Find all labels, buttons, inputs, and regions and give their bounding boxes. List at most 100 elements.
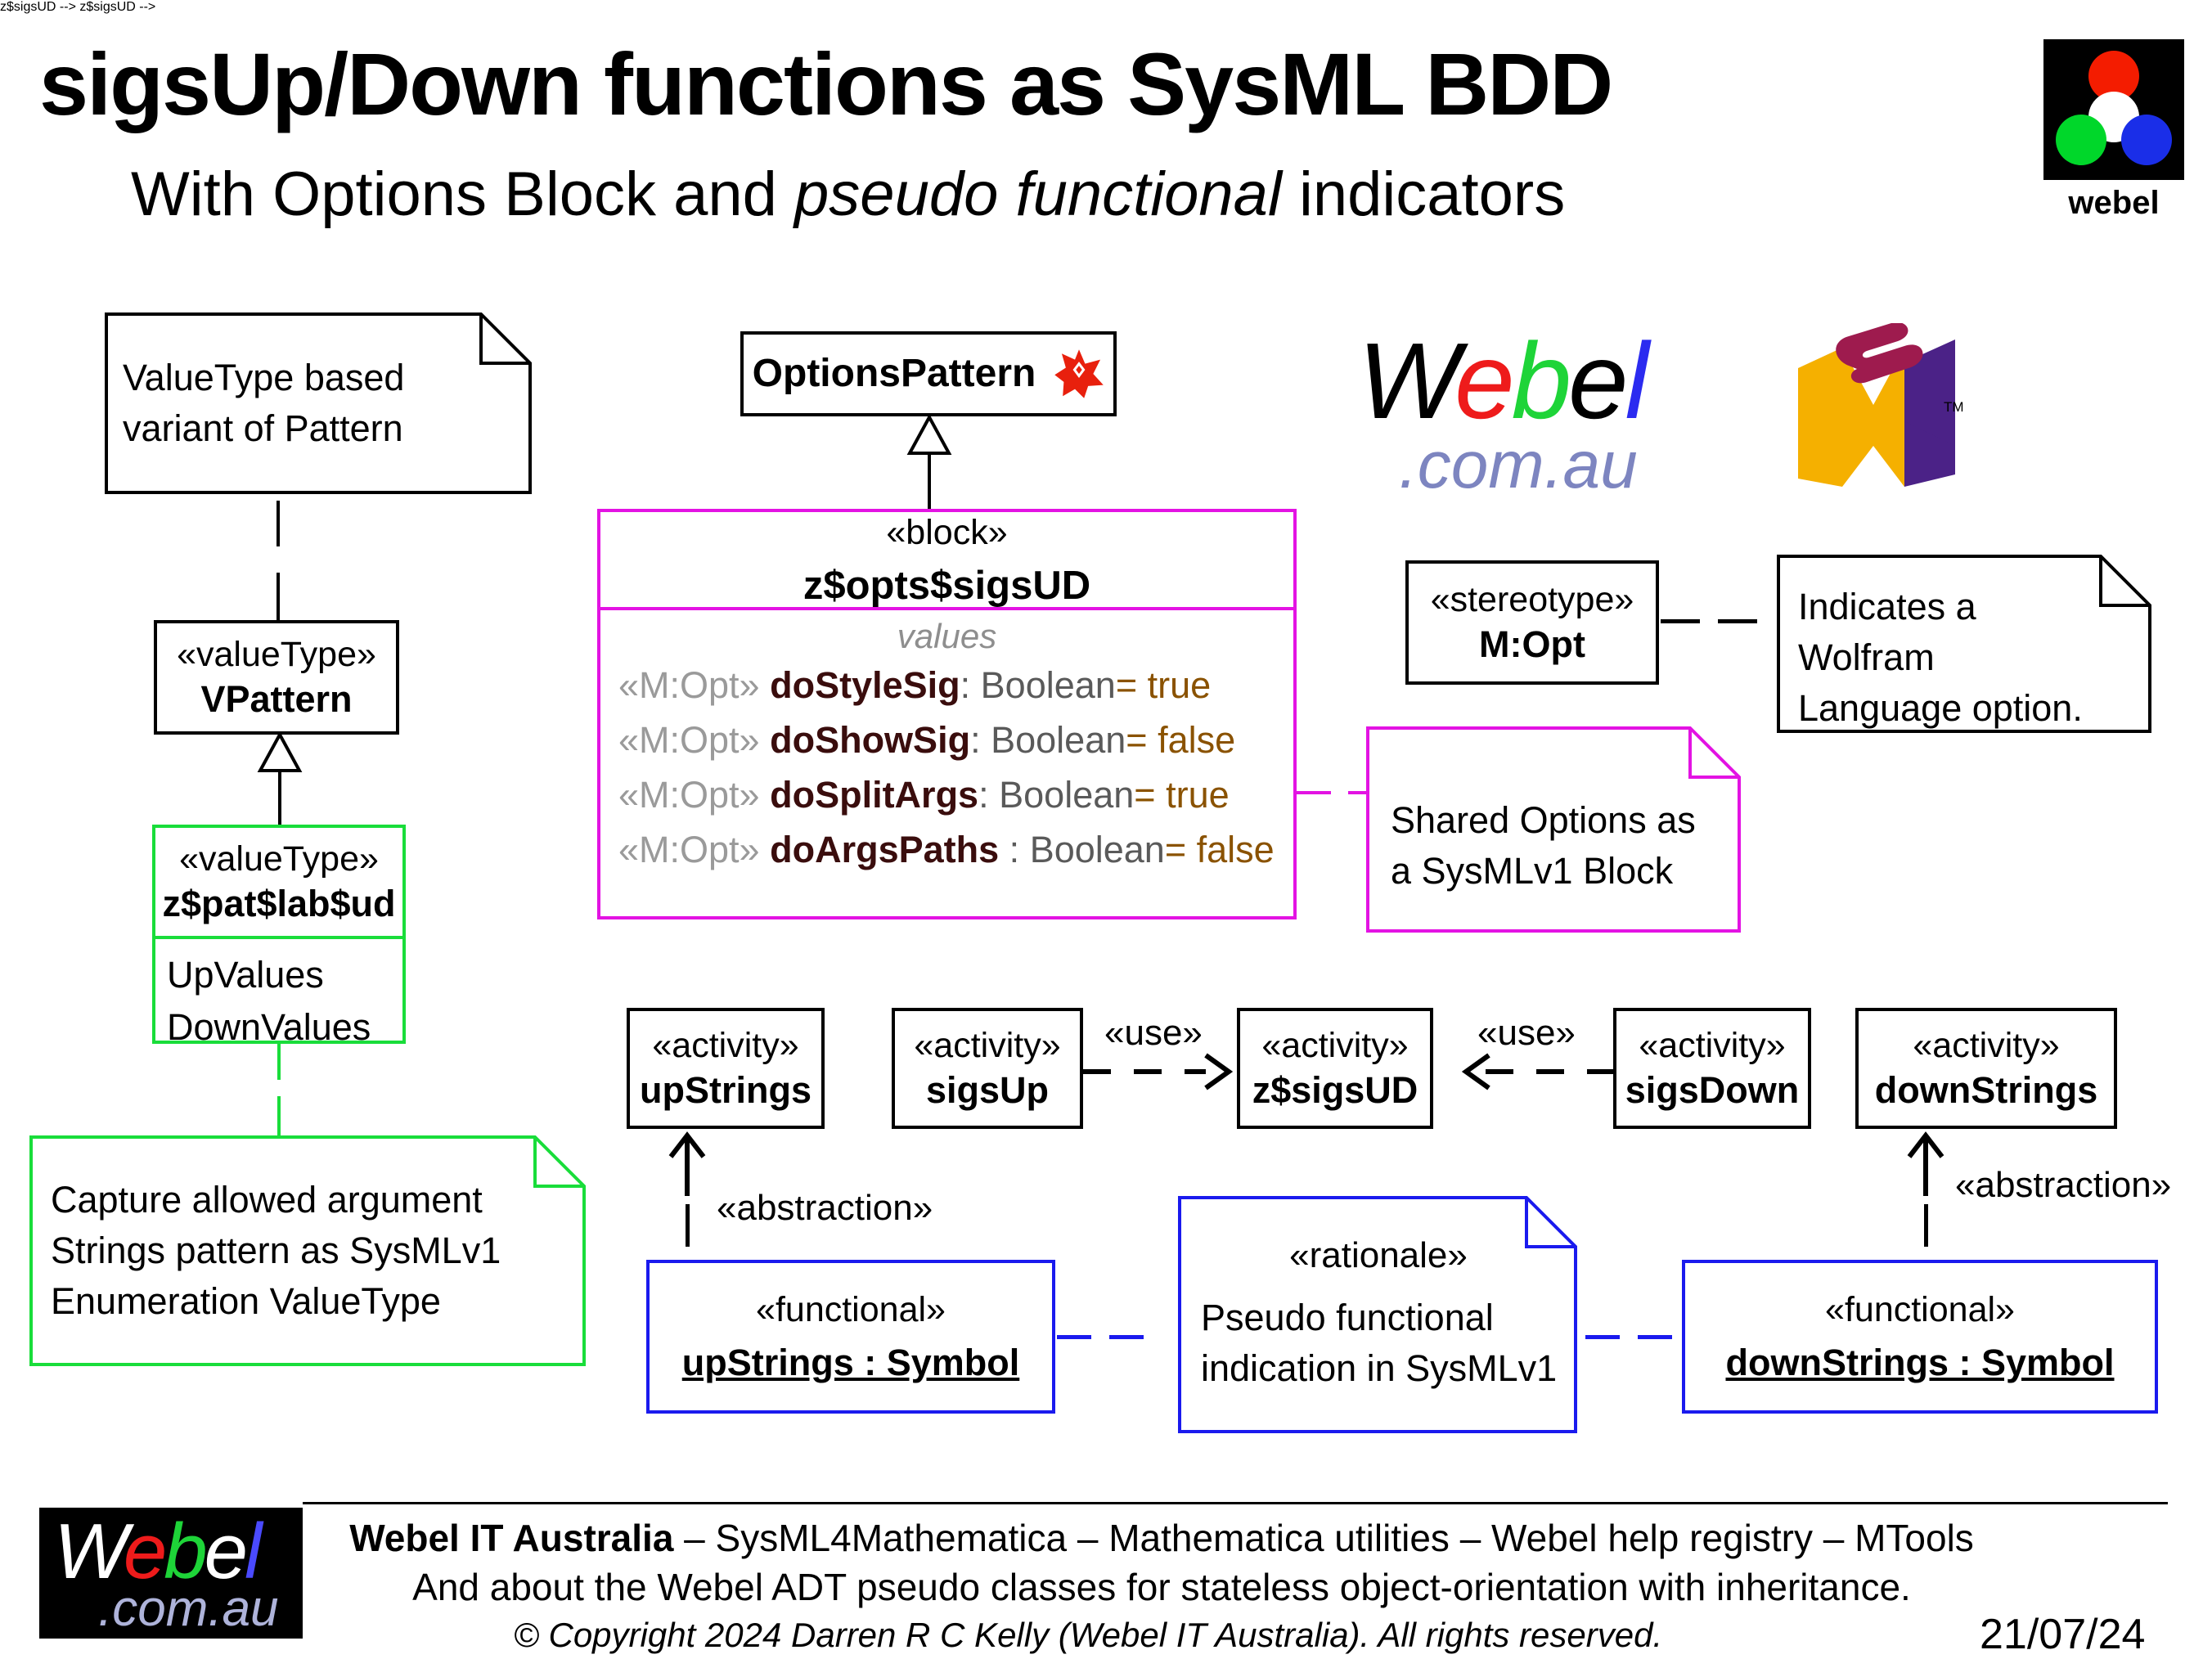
footer-logo-l: l (245, 1508, 262, 1595)
options-pattern-name: OptionsPattern (752, 352, 1036, 395)
value-name: doSplitArgs (770, 774, 979, 816)
note-shared-options: Shared Options as a SysMLv1 Block (1366, 726, 1742, 933)
footer-copyright: © Copyright 2024 Darren R C Kelly (Webel… (513, 1616, 1663, 1654)
activity-zsigsud: «activity» z$sigsUD (1237, 1008, 1433, 1129)
anchor-upstrings-rationale-1 (1057, 1335, 1091, 1339)
functional-stereotype: «functional» (1825, 1290, 2015, 1329)
class-block-zoptssigsud: «block» z$opts$sigsUD values «M:Opt» doS… (597, 509, 1297, 919)
activity-name: downStrings (1874, 1069, 2098, 1111)
activity-upstrings: «activity» upStrings (627, 1008, 825, 1129)
note-shape (105, 312, 532, 494)
connector-note-vpattern (276, 501, 280, 546)
functional-upstrings-symbol: «functional» upStrings : Symbol (646, 1260, 1055, 1414)
functional-downstrings-symbol: «functional» downStrings : Symbol (1682, 1260, 2158, 1414)
abstraction-arrow-right (1907, 1131, 1944, 1196)
activity-stereotype: «activity» (1913, 1026, 2060, 1065)
activity-stereotype: «activity» (1261, 1026, 1409, 1065)
note-text: Capture allowed argument Strings pattern… (51, 1179, 501, 1322)
wordmark-b: b (1511, 321, 1571, 441)
block-header: «block» z$opts$sigsUD (600, 512, 1293, 608)
functional-name: upStrings : Symbol (681, 1342, 1020, 1383)
value-row: «M:Opt» doStyleSig: Boolean= true (600, 658, 1293, 713)
connector-zpatlabud-note (277, 1044, 281, 1080)
note-capture-enum: Capture allowed argument Strings pattern… (29, 1135, 586, 1366)
note-shape (29, 1135, 586, 1366)
block-stereotype: «block» (886, 513, 1008, 552)
wordmark-l: l (1625, 321, 1648, 441)
footer-divider (303, 1502, 2168, 1504)
zpatlabud-literal-downvalues: DownValues (167, 1006, 371, 1048)
value-type: Boolean (1029, 829, 1165, 870)
vpattern-name: VPattern (200, 678, 353, 720)
footer-logo-W: W (54, 1508, 127, 1595)
edge-label-abstraction-left: «abstraction» (717, 1188, 933, 1228)
value-stereotype: «M:Opt» (618, 719, 760, 761)
subtitle-emphasis: pseudo functional (794, 160, 1282, 229)
note-text: ValueType based variant of Pattern (123, 357, 405, 449)
activity-sigsdown: «activity» sigsDown (1613, 1008, 1811, 1129)
wordmark-W: W (1358, 321, 1458, 441)
activity-name: sigsDown (1625, 1069, 1800, 1111)
logo-dot-green-icon (2056, 115, 2106, 165)
anchor-rationale-downstrings-1 (1585, 1335, 1620, 1339)
activity-stereotype: «activity» (652, 1026, 799, 1065)
footer-logo-domain: .com.au (98, 1580, 279, 1637)
value-default: true (1147, 664, 1212, 706)
subtitle-pre: With Options Block and (131, 160, 795, 229)
page-title: sigsUp/Down functions as SysML BDD (39, 34, 1613, 133)
edge-label-use-right: «use» (1477, 1013, 1576, 1053)
values-compartment-label: values (897, 617, 997, 655)
edge-label-abstraction-right: «abstraction» (1955, 1165, 2172, 1205)
anchor-mopt-note-2 (1718, 619, 1757, 623)
zpatlabud-literal-upvalues: UpValues (167, 954, 324, 996)
vpattern-stereotype: «valueType» (177, 635, 376, 674)
activity-downstrings: «activity» downStrings (1855, 1008, 2117, 1129)
activity-name: upStrings (640, 1069, 812, 1111)
webel-logo-header (2043, 39, 2184, 180)
functional-stereotype: «functional» (756, 1290, 946, 1329)
mopt-stereotype: «stereotype» (1430, 580, 1634, 619)
class-vpattern: «valueType» VPattern (154, 620, 399, 735)
connector-note-vpattern-2 (276, 573, 280, 620)
zpatlabud-stereotype: «valueType» (179, 839, 379, 879)
value-eq: = (1115, 664, 1138, 706)
value-default: false (1158, 719, 1236, 761)
value-eq: = (1164, 829, 1187, 870)
anchor-mopt-note-1 (1661, 619, 1700, 623)
block-name: z$opts$sigsUD (803, 564, 1091, 608)
wordmark-domain: .com.au (1399, 428, 1638, 502)
note-rationale: «rationale» Pseudo functional indication… (1178, 1196, 1579, 1433)
value-row: «M:Opt» doSplitArgs: Boolean= true (600, 767, 1293, 822)
webel-logo-header-label: webel (2068, 185, 2160, 221)
value-eq: = (1134, 774, 1156, 816)
rationale-text: Pseudo functional indication in SysMLv1 (1201, 1297, 1558, 1389)
mathematica-spikey-icon (1054, 349, 1104, 398)
class-zpatlabud: «valueType» z$pat$lab$ud UpValues DownVa… (152, 825, 406, 1048)
generalization-optionspattern-block (906, 416, 952, 512)
value-row: «M:Opt» doShowSig: Boolean= false (600, 713, 1293, 767)
abstraction-dash-left (686, 1204, 690, 1247)
wordmark-e2: e (1568, 321, 1628, 441)
value-default: false (1196, 829, 1275, 870)
anchor-upstrings-rationale-2 (1109, 1335, 1144, 1339)
anchor-block-sharednote-1 (1297, 791, 1331, 794)
footer-date: 21/07/24 (1980, 1611, 2146, 1658)
anchor-block-sharednote-2 (1348, 791, 1382, 794)
value-stereotype: «M:Opt» (618, 664, 760, 706)
abstraction-arrow-left (668, 1131, 706, 1196)
activity-stereotype: «activity» (914, 1026, 1061, 1065)
mopt-name: M:Opt (1479, 623, 1585, 665)
note-text: Indicates a Wolfram Language option. (1798, 586, 2083, 730)
webel-wordmark-logo: Webel .com.au (1358, 327, 1718, 501)
generalization-vpattern (257, 733, 303, 828)
note-shape (1777, 555, 2151, 733)
value-sep: : (970, 719, 981, 761)
value-type: Boolean (999, 774, 1135, 816)
connector-zpatlabud-note-2 (277, 1096, 281, 1135)
block-values-compartment: values «M:Opt» doStyleSig: Boolean= true… (600, 607, 1293, 877)
webel-logo-footer: Webel .com.au (39, 1508, 303, 1639)
value-sep: : (1009, 829, 1020, 870)
zpatlabud-name: z$pat$lab$ud (162, 883, 396, 924)
value-name: doShowSig (770, 719, 971, 761)
value-default: true (1166, 774, 1230, 816)
